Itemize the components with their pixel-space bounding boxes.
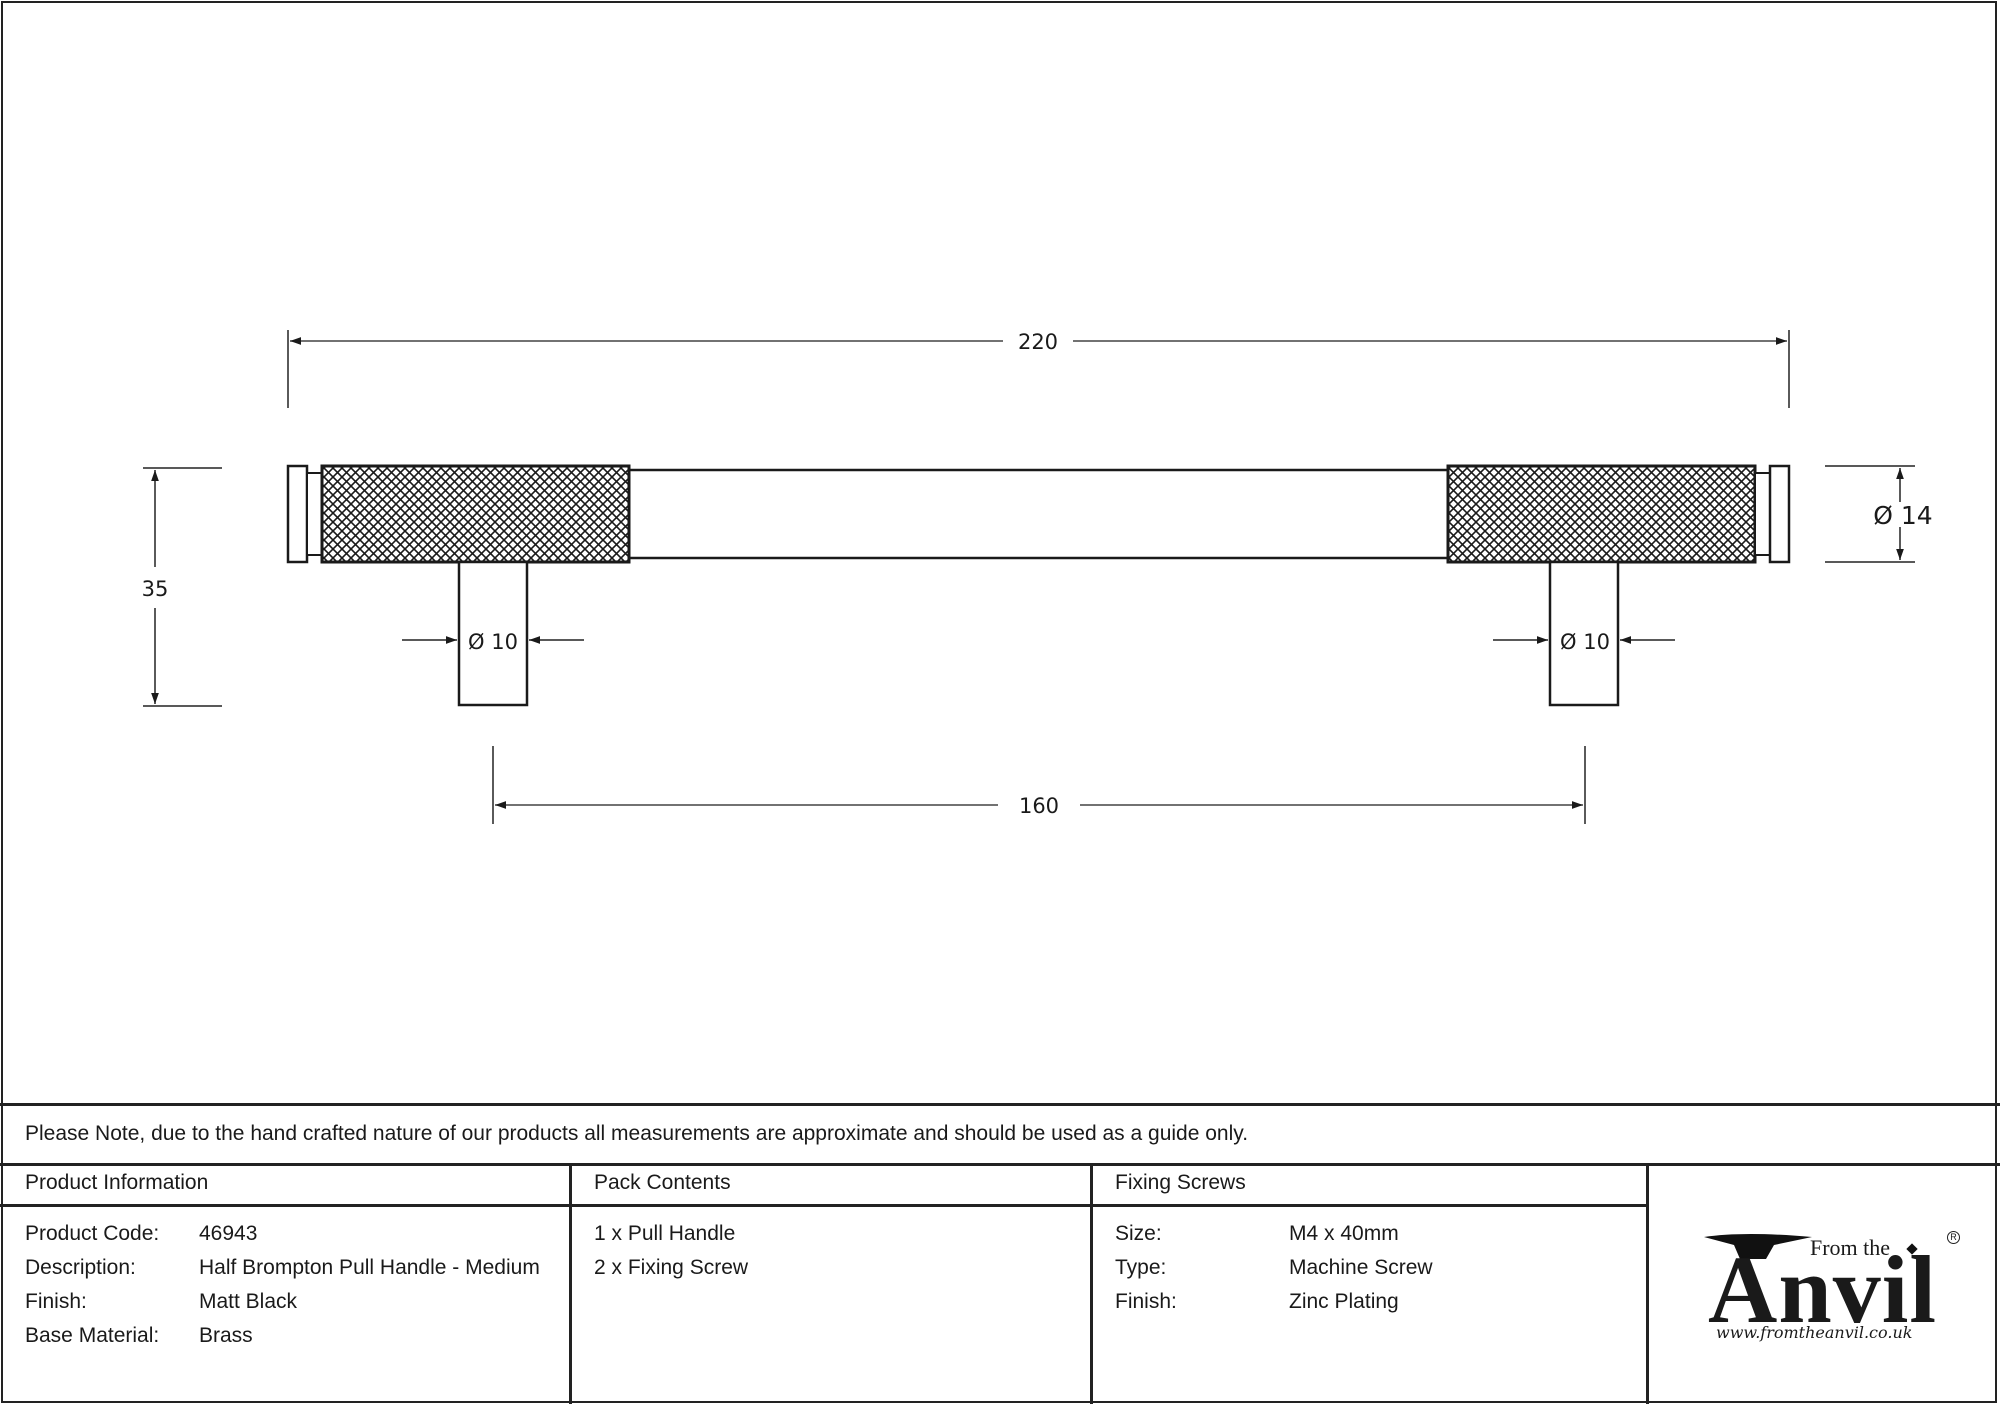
screw-size-row: Size: M4 x 40mm — [1115, 1217, 1433, 1251]
dimension-projection: 35 — [142, 467, 222, 707]
dim-35-label: 35 — [142, 577, 169, 601]
anvil-icon — [1704, 1234, 1812, 1259]
measurement-note: Please Note, due to the hand crafted nat… — [25, 1122, 1249, 1145]
screw-finish-row: Finish: Zinc Plating — [1115, 1285, 1433, 1319]
logo-brand: Anvil — [1708, 1236, 1938, 1343]
fixing-screws-heading: Fixing Screws — [1115, 1171, 1246, 1194]
table-header-divider — [0, 1204, 1647, 1207]
description-value: Half Brompton Pull Handle - Medium — [199, 1256, 540, 1279]
finish-row: Finish: Matt Black — [25, 1285, 540, 1319]
measurement-note-row: Please Note, due to the hand crafted nat… — [0, 1103, 2000, 1164]
dimension-bar-diameter: Ø 14 — [1825, 465, 1933, 563]
dim-220-label: 220 — [1018, 330, 1058, 354]
fixing-screws-table: Size: M4 x 40mm Type: Machine Screw Fini… — [1115, 1217, 1433, 1319]
dimension-post-diameter-right: Ø 10 — [1493, 630, 1675, 654]
product-code-row: Product Code: 46943 — [25, 1217, 540, 1251]
registered-mark: R — [1947, 1231, 1960, 1244]
product-information-table: Product Code: 46943 Description: Half Br… — [25, 1217, 540, 1353]
finish-label: Finish: — [25, 1290, 87, 1313]
dim-10-left-label: Ø 10 — [468, 630, 518, 654]
dim-14-label: Ø 14 — [1873, 501, 1932, 530]
pack-item: 1 x Pull Handle — [594, 1222, 736, 1245]
dimension-post-diameter-left: Ø 10 — [402, 630, 584, 654]
logo-url: www.fromtheanvil.co.uk — [1716, 1323, 1913, 1342]
base-material-label: Base Material: — [25, 1324, 160, 1347]
pack-item: 2 x Fixing Screw — [594, 1256, 749, 1279]
column-divider-3 — [1646, 1164, 1649, 1404]
from-the-anvil-logo: From the Anvil R www.fromtheanvil.co.uk — [1700, 1225, 1960, 1345]
screw-finish-label: Finish: — [1115, 1290, 1177, 1313]
description-row: Description: Half Brompton Pull Handle -… — [25, 1251, 540, 1285]
dimension-centres: 160 — [492, 746, 1586, 824]
table-top-divider — [0, 1163, 2000, 1166]
technical-drawing: 220 35 Ø 14 Ø 10 — [142, 330, 1933, 824]
screw-finish-value: Zinc Plating — [1289, 1290, 1399, 1313]
product-code-value: 46943 — [199, 1222, 258, 1245]
pack-contents-list: 1 x Pull Handle 2 x Fixing Screw — [594, 1217, 748, 1285]
pack-contents-heading: Pack Contents — [594, 1171, 731, 1194]
logo-from-the: From the — [1810, 1235, 1891, 1260]
dimension-overall-length: 220 — [287, 330, 1790, 408]
handle-body — [286, 464, 1791, 707]
screw-type-value: Machine Screw — [1289, 1256, 1433, 1279]
description-label: Description: — [25, 1256, 136, 1279]
screw-type-label: Type: — [1115, 1256, 1167, 1279]
product-code-label: Product Code: — [25, 1222, 160, 1245]
product-information-heading: Product Information — [25, 1171, 209, 1194]
screw-size-value: M4 x 40mm — [1289, 1222, 1399, 1245]
dim-10-right-label: Ø 10 — [1560, 630, 1610, 654]
screw-size-label: Size: — [1115, 1222, 1162, 1245]
column-divider-1 — [569, 1164, 572, 1404]
base-material-value: Brass — [199, 1324, 253, 1347]
screw-type-row: Type: Machine Screw — [1115, 1251, 1433, 1285]
dim-160-label: 160 — [1019, 794, 1059, 818]
column-divider-2 — [1090, 1164, 1093, 1404]
base-material-row: Base Material: Brass — [25, 1319, 540, 1353]
finish-value: Matt Black — [199, 1290, 298, 1313]
